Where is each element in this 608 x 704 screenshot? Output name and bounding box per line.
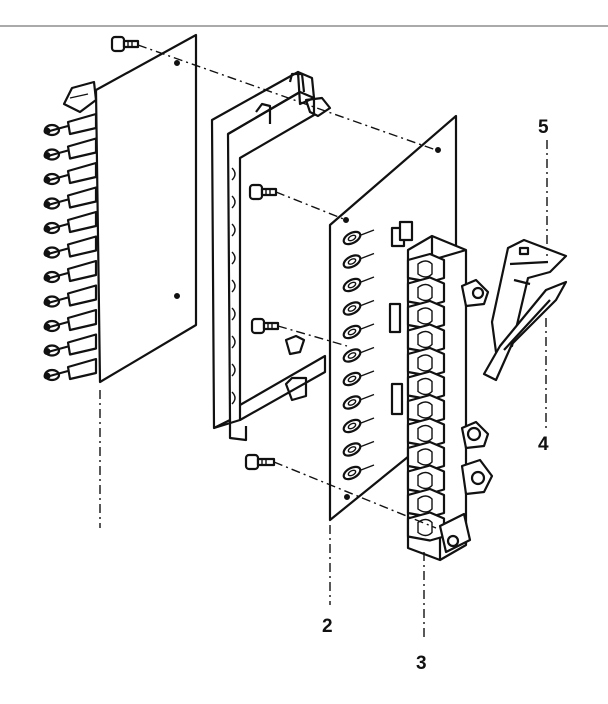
- part-4-contact-spring: [482, 280, 568, 382]
- led-indicator: [342, 229, 375, 246]
- led-indicator: [342, 393, 375, 410]
- screw-bottom: [244, 453, 276, 471]
- led-indicator: [342, 370, 375, 387]
- callouts: 2 3 4 5: [322, 117, 549, 674]
- led-indicator: [342, 276, 375, 293]
- led-indicator: [342, 417, 375, 434]
- frame-detent: [231, 335, 236, 349]
- connector-pin: [43, 186, 98, 210]
- connector-pin: [43, 137, 98, 161]
- terminal-block: [406, 417, 446, 448]
- led-indicator: [342, 252, 375, 269]
- terminal-block: [406, 323, 446, 354]
- connector-pin: [43, 161, 98, 186]
- assembly-lines: [99, 44, 548, 640]
- frame-detent: [231, 363, 236, 377]
- led-indicator: [342, 464, 375, 481]
- terminal-block: [406, 487, 446, 519]
- connector-pin: [43, 333, 98, 357]
- screw-top-left: [110, 35, 140, 53]
- terminal-block: [406, 511, 446, 542]
- screw-lower-middle: [250, 317, 280, 335]
- frame-detent: [231, 251, 236, 265]
- terminal-block: [406, 464, 446, 495]
- led-indicator: [342, 323, 375, 340]
- connector-pin: [43, 259, 98, 284]
- callout-2: 2: [322, 616, 333, 637]
- callout-4: 4: [538, 434, 549, 455]
- connector-pin: [43, 210, 98, 235]
- terminal-block: [406, 299, 446, 331]
- part-3-terminal-strip: [406, 234, 494, 562]
- frame-detent: [231, 223, 236, 237]
- terminal-block: [406, 276, 446, 307]
- mounting-frame: [210, 70, 332, 442]
- frame-detent: [231, 391, 236, 405]
- connector-pin: [43, 284, 98, 308]
- led-indicator: [342, 440, 375, 457]
- connector-pin: [43, 308, 98, 333]
- frame-detent: [231, 167, 236, 181]
- part-1-connector-board: [43, 33, 198, 384]
- terminal-block: [406, 252, 446, 284]
- screw-upper-middle: [248, 183, 278, 201]
- connector-pin: [43, 235, 98, 259]
- led-indicator: [342, 299, 375, 316]
- connector-pin: [43, 112, 98, 137]
- terminal-block: [406, 393, 446, 425]
- connector-pin: [43, 357, 98, 382]
- callout-5: 5: [538, 117, 549, 138]
- callout-3: 3: [416, 653, 427, 674]
- terminal-block: [406, 346, 446, 378]
- frame-detent: [231, 279, 236, 293]
- part-5-contact-spring: [490, 238, 568, 354]
- frame-detent: [231, 307, 236, 321]
- led-indicator: [342, 346, 375, 363]
- frame-detent: [231, 195, 236, 209]
- terminal-block: [406, 370, 446, 401]
- terminal-block: [406, 440, 446, 472]
